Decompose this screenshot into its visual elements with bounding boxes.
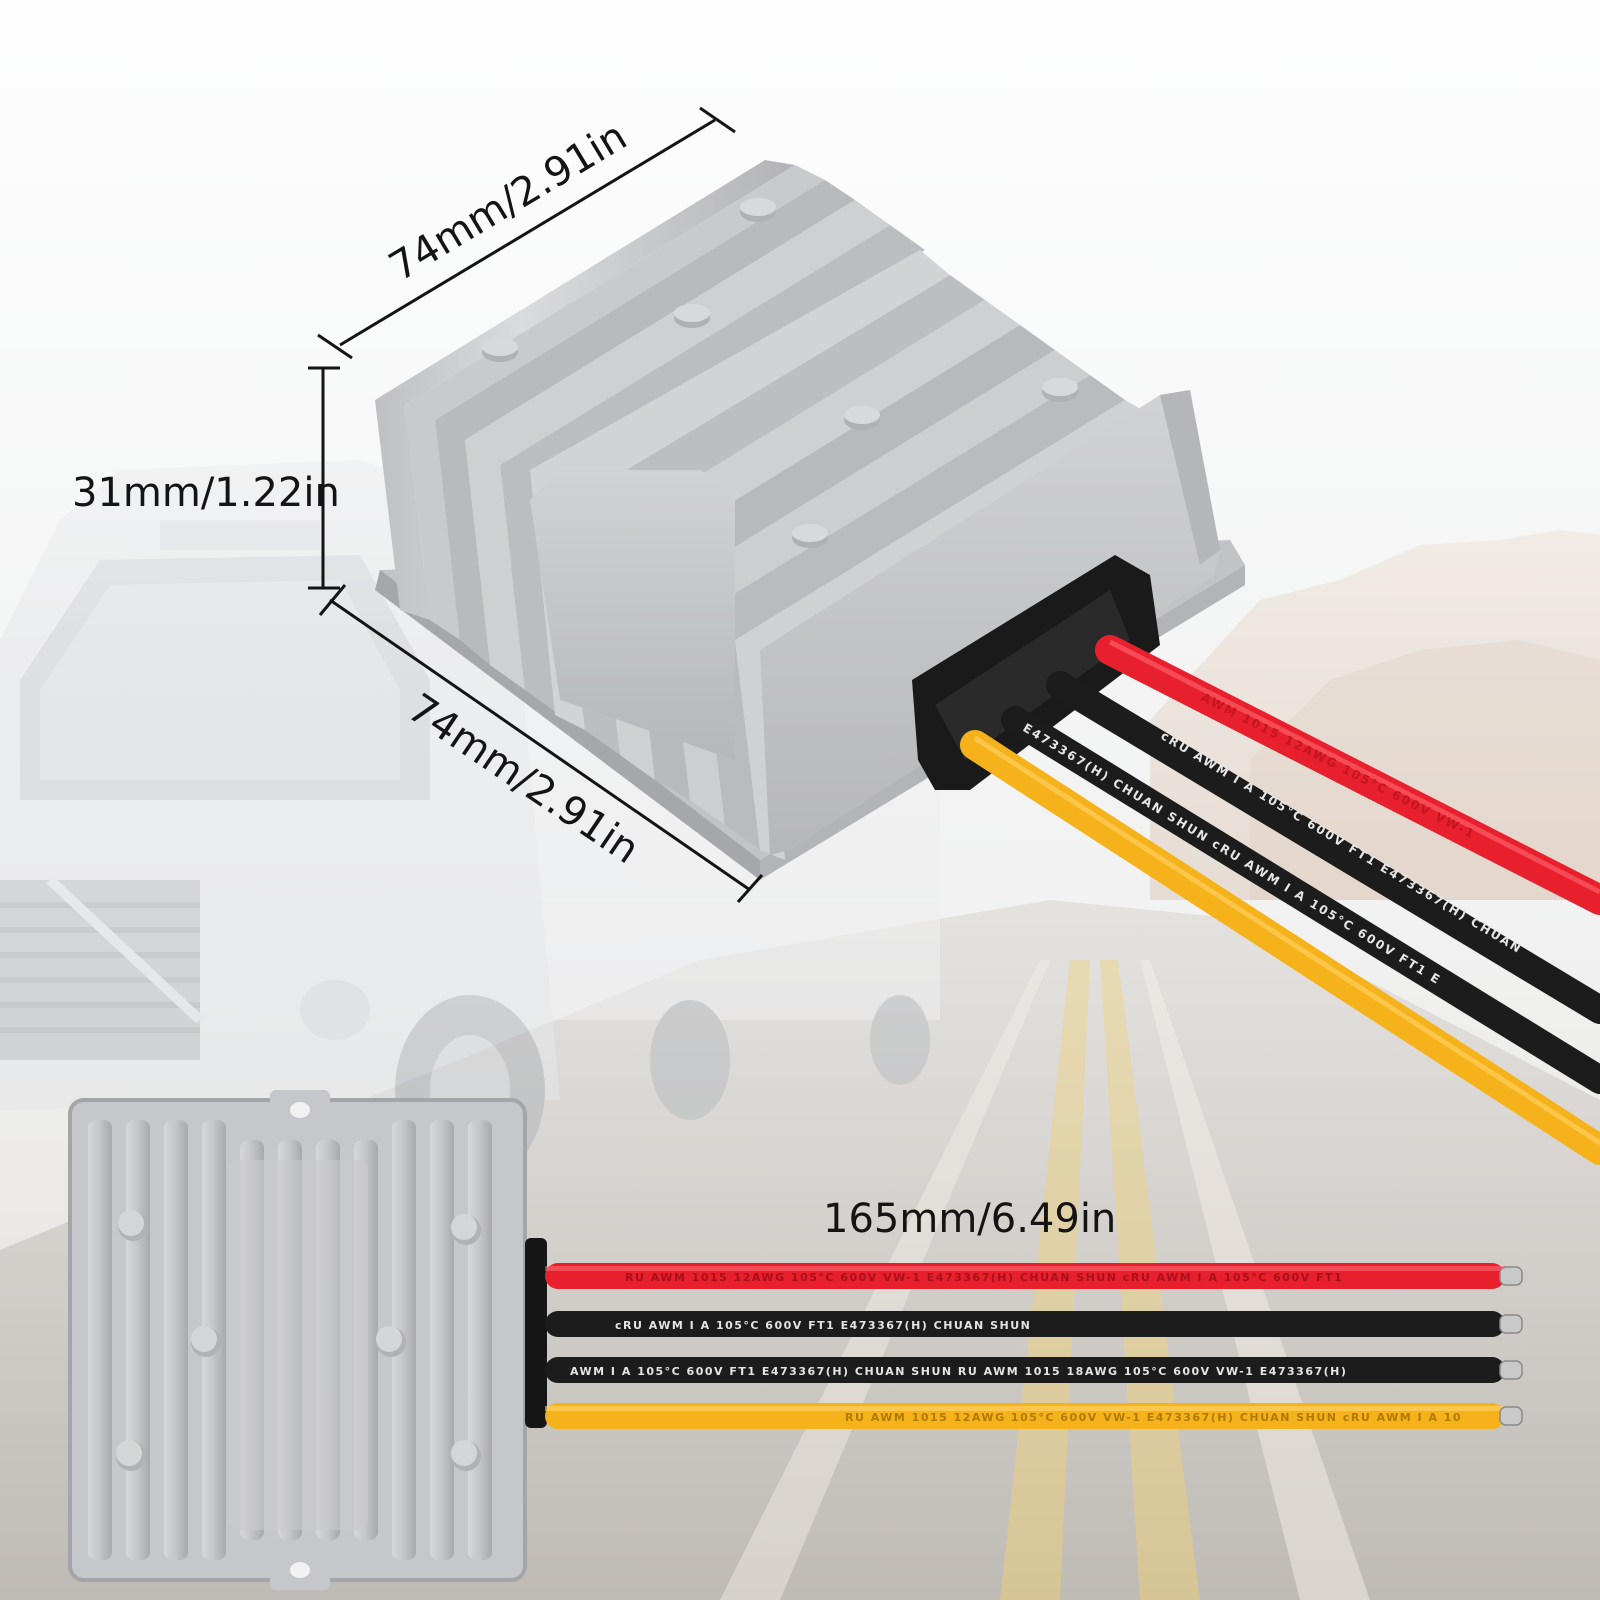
screw-bumps-front — [116, 1210, 481, 1471]
dim-height: 31mm/1.22in — [72, 470, 340, 516]
wire-black2-top — [1001, 706, 1600, 1094]
wire-print-black-bottom: cRU AWM I A 105°C 600V FT1 E473367(H) CH… — [615, 1319, 1031, 1332]
wire-print-black2-bottom: AWM I A 105°C 600V FT1 E473367(H) CHUAN … — [570, 1365, 1347, 1378]
wire-red-top — [1095, 635, 1600, 915]
wire-black2-bottom — [545, 1357, 1505, 1383]
wire-black-top — [1046, 671, 1600, 1024]
bottom-wires: RU AWM 1015 12AWG 105°C 600V VW-1 E47336… — [545, 1263, 1523, 1429]
dimension-lines — [308, 106, 764, 903]
wire-tips — [1499, 1266, 1523, 1426]
dim-wire-length: 165mm/6.49in — [823, 1196, 1116, 1242]
wire-print-red-bottom: RU AWM 1015 12AWG 105°C 600V VW-1 E47336… — [625, 1271, 1343, 1284]
housing-front-face — [760, 390, 1220, 855]
converter-front — [68, 1090, 547, 1590]
wire-print-yellow-bottom: RU AWM 1015 12AWG 105°C 600V VW-1 E47336… — [845, 1411, 1462, 1424]
wire-yellow-top — [960, 730, 1600, 1165]
wire-black-bottom — [545, 1311, 1505, 1337]
cable-gland-front — [525, 1238, 547, 1428]
